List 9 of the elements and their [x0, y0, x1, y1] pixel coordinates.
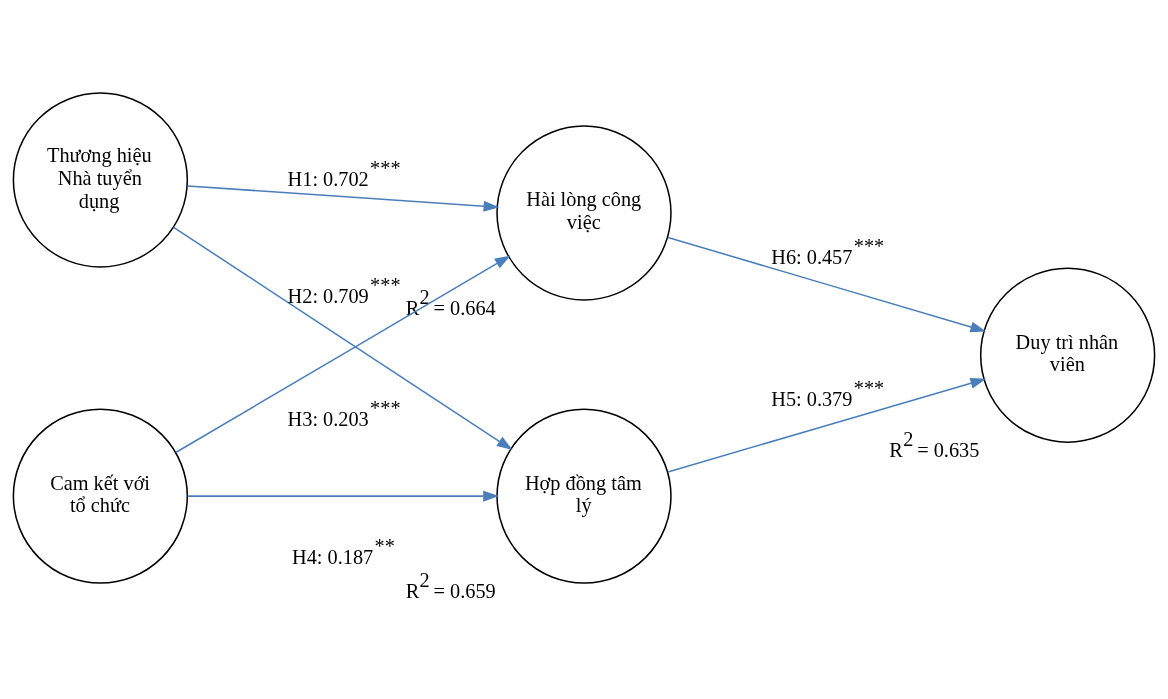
arrow — [667, 377, 987, 473]
arrow — [172, 226, 513, 450]
arrow — [667, 236, 987, 333]
arrow — [186, 185, 500, 212]
node-circle: Cam kết với tổ chức — [12, 408, 189, 584]
node-circle: Thương hiệu Nhà tuyển dụng — [12, 92, 189, 268]
arrow — [175, 255, 511, 454]
arrow — [186, 490, 499, 502]
node-circle: Duy trì nhân viên — [979, 267, 1156, 443]
